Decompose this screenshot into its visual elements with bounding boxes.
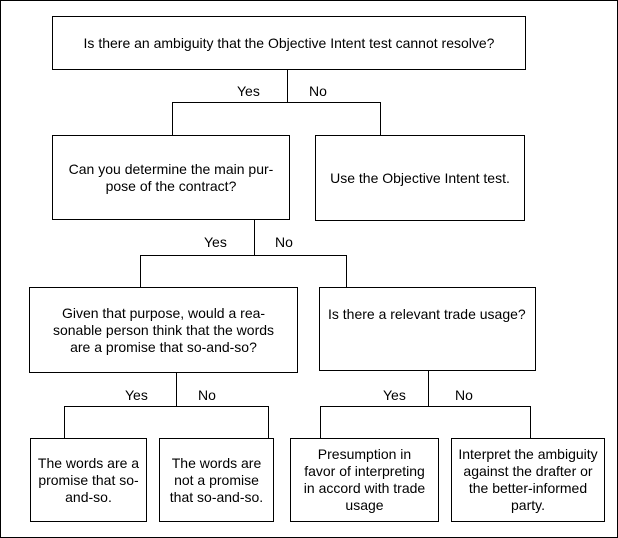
branch-label-yes-3: Yes bbox=[125, 387, 148, 403]
branch-label-no-1: No bbox=[309, 83, 327, 99]
branch-label-no-2: No bbox=[275, 234, 293, 250]
outcome-not-promise-text: The words are not a promise that so-and-… bbox=[169, 454, 264, 505]
question-trade-usage-text: Is there a relevant trade usage? bbox=[328, 306, 526, 322]
question-trade-usage-box: Is there a relevant trade usage? bbox=[319, 287, 536, 371]
outcome-objective-intent-text: Use the Objective Intent test. bbox=[330, 169, 510, 186]
branch-label-yes-1: Yes bbox=[237, 83, 260, 99]
question-ambiguity-text: Is there an ambiguity that the Objective… bbox=[83, 34, 495, 51]
branch-label-no-4: No bbox=[455, 387, 473, 403]
outcome-interpret-against-box: Interpret the ambiguity against the draf… bbox=[451, 438, 605, 522]
outcome-promise-text: The words are a promise that so-and-so. bbox=[37, 454, 140, 505]
branch-label-yes-2: Yes bbox=[204, 234, 227, 250]
outcome-promise-box: The words are a promise that so-and-so. bbox=[30, 438, 147, 522]
outcome-presumption-box: Presumption in favor of interpreting in … bbox=[290, 438, 439, 522]
outcome-not-promise-box: The words are not a promise that so-and-… bbox=[159, 438, 274, 522]
question-main-purpose-text: Can you determine the main pur-pose of t… bbox=[68, 160, 274, 194]
branch-label-yes-4: Yes bbox=[383, 387, 406, 403]
question-main-purpose-box: Can you determine the main pur-pose of t… bbox=[52, 135, 290, 220]
outcome-objective-intent-box: Use the Objective Intent test. bbox=[315, 135, 525, 221]
question-reasonable-person-text: Given that purpose, would a rea-sonable … bbox=[52, 304, 275, 355]
branch-label-no-3: No bbox=[198, 387, 216, 403]
outcome-interpret-against-text: Interpret the ambiguity against the draf… bbox=[458, 446, 598, 513]
outcome-presumption-text: Presumption in favor of interpreting in … bbox=[303, 446, 426, 513]
question-ambiguity-box: Is there an ambiguity that the Objective… bbox=[52, 16, 526, 70]
question-reasonable-person-box: Given that purpose, would a rea-sonable … bbox=[29, 287, 298, 373]
